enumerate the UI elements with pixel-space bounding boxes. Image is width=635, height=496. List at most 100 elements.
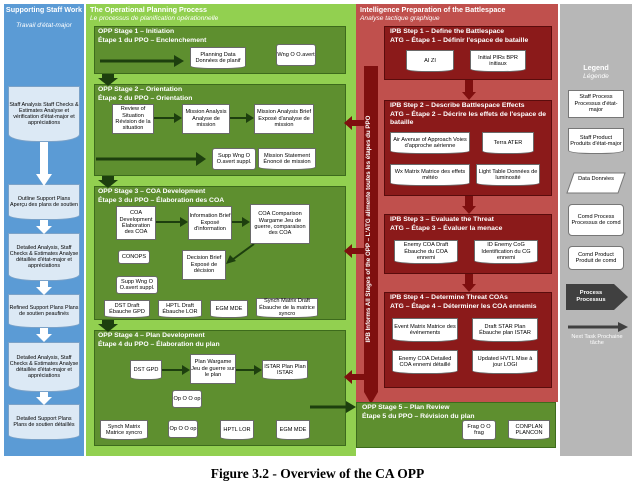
support-down-arrow-4 bbox=[36, 328, 52, 342]
ipb-vertical-band-cap bbox=[364, 392, 378, 406]
stage2-arrow-1 bbox=[154, 113, 182, 123]
stage3-arrow-2 bbox=[232, 217, 250, 227]
stage3-arrow-3 bbox=[226, 244, 255, 264]
information-brief-box: Information Brief Exposé d'information bbox=[188, 206, 232, 240]
ipb-step-4-subtitle: ATG – Étape 4 – Déterminer les COA ennem… bbox=[390, 303, 537, 310]
opp-stage-1-title: OPP Stage 1 – Initiation bbox=[98, 28, 175, 35]
stage4-arrow-1 bbox=[162, 365, 190, 375]
event-matrix-doc: Event Matrix Matrice des événements bbox=[392, 318, 458, 342]
ipb-step-2-to-3-arrow bbox=[462, 196, 476, 214]
support-column-subtitle: Travail d'état-major bbox=[16, 22, 72, 29]
opp-stage-5-title: OPP Stage 5 – Plan Review bbox=[362, 404, 450, 411]
stage2-arrow-2 bbox=[230, 113, 254, 123]
ipb-step-2-title: IPB Step 2 – Describe Battlespace Effect… bbox=[390, 102, 525, 109]
ipb-step-4-title: IPB Step 4 – Determine Threat COAs bbox=[390, 294, 508, 301]
plan-wargame-box: Plan Wargame Jeu de guerre sur le plan bbox=[190, 354, 236, 384]
support-item-staff-analysis: Staff Analysis Staff Checks & Estimates … bbox=[8, 86, 80, 142]
legend-data: Data Données bbox=[566, 172, 626, 194]
wx-matrix-doc: Wx Matrix Matrice des effets météo bbox=[390, 164, 470, 186]
mission-analysis-brief-box: Mission Analysis Brief Exposé d'analyse … bbox=[254, 104, 314, 134]
ipb-step-1-subtitle: ATG – Étape 1 – Définir l'espace de bata… bbox=[390, 37, 529, 44]
coa-development-box: COA Development Élaboration des COA bbox=[116, 206, 156, 240]
ipb-step-1-to-2-arrow bbox=[462, 80, 476, 100]
ipb-to-stage-3-arrow bbox=[344, 244, 364, 258]
dst-draft-doc: DST Draft Ébauche GPD bbox=[104, 300, 150, 318]
stage3-supp-wng-order: Supp Wng O O.avert suppl. bbox=[116, 276, 158, 294]
ipb-vertical-label: IPB Informs All Stages of the OPP – L'AT… bbox=[365, 115, 372, 343]
legend-next-task-arrow bbox=[568, 322, 628, 332]
stage1-arrow bbox=[100, 55, 184, 67]
opp-stage-4-title: OPP Stage 4 – Plan Development bbox=[98, 332, 205, 339]
updated-hvtl-doc: Updated HVTL Mise à jour LOGI bbox=[472, 350, 538, 374]
review-of-situation-box: Review of Situation Révision de la situa… bbox=[112, 104, 154, 134]
frag-order: Frag O O frag bbox=[462, 420, 496, 440]
ai-zi-doc: AI ZI bbox=[406, 50, 454, 72]
support-item-outline-plans: Outline Support Plans Aperçu des plans d… bbox=[8, 184, 80, 220]
opp-stage-5-subtitle: Étape 5 du PPO – Révision du plan bbox=[362, 413, 475, 420]
light-table-doc: Light Table Données de luminosité bbox=[476, 164, 540, 186]
ipb-step-3-title: IPB Step 3 – Evaluate the Threat bbox=[390, 216, 494, 223]
support-item-detailed-plans: Detailed Support Plans Plans de soutien … bbox=[8, 404, 80, 440]
support-item-detailed-analysis-2: Detailed Analysis, Staff Checks & Estima… bbox=[8, 342, 80, 392]
stage2-supp-wng-order: Supp Wng O O.avert suppl. bbox=[212, 148, 256, 170]
ipb-to-stage-4-arrow bbox=[344, 370, 364, 384]
stage4-dst-doc: DST GPD bbox=[130, 360, 162, 380]
stage4-arrow-2 bbox=[236, 365, 262, 375]
opp-stage-2-subtitle: Étape 2 du PPO – Orientation bbox=[98, 95, 193, 102]
conplan-doc: CONPLAN PLANCON bbox=[508, 420, 550, 440]
legend-process-label: Process Processus bbox=[576, 290, 606, 303]
legend-title: Legend bbox=[583, 63, 609, 72]
stage3-arrow-1 bbox=[156, 217, 188, 227]
air-avenue-doc: Air Avenue of Approach Voies d'approche … bbox=[390, 132, 470, 154]
legend-comd-process: Comd Process Processus de comd bbox=[568, 204, 624, 236]
legend-process-shape bbox=[566, 284, 628, 310]
opp-column-title: The Operational Planning Process bbox=[90, 5, 208, 14]
opp-stage-3-title: OPP Stage 3 – COA Development bbox=[98, 188, 206, 195]
egm-doc: EGM MDE bbox=[210, 300, 248, 318]
stage4-op-order-2: Op O O op bbox=[168, 420, 198, 438]
synch-matrix-draft-doc: Synch Matrix Draft Ébauche de la matrice… bbox=[256, 298, 318, 318]
opp-stage-2-title: OPP Stage 2 – Orientation bbox=[98, 86, 183, 93]
opp-stage-1-subtitle: Étape 1 du PPO – Enclenchement bbox=[98, 37, 207, 44]
figure-caption: Figure 3.2 - Overview of the CA OPP bbox=[210, 466, 425, 481]
enemy-cog-doc: ID Enemy CoG Identification du CG ennemi bbox=[474, 240, 538, 264]
terra-doc: Terra ATER bbox=[482, 132, 534, 154]
legend-comd-product: Comd Product Produit de comd bbox=[568, 246, 624, 270]
hptl-draft-doc: HPTL Draft Ébauche LOR bbox=[158, 300, 202, 318]
stage-1-to-2-arrow bbox=[98, 74, 118, 86]
opp-column-subtitle: Le processus de planification opérationn… bbox=[90, 15, 219, 22]
mission-analysis-box: Mission Analysis Analyse de mission bbox=[182, 104, 230, 134]
planning-data-doc: Planning Data Données de planif bbox=[190, 47, 246, 69]
stage-4-to-5-arrow bbox=[310, 401, 356, 413]
conops-order: CONOPS bbox=[118, 250, 150, 264]
draft-istar-doc: Draft STAR Plan Ébauche plan ISTAR bbox=[472, 318, 538, 342]
support-down-arrow-3 bbox=[36, 281, 52, 295]
ipb-step-2-subtitle: ATG – Étape 2 – Décrire les effets de l'… bbox=[390, 111, 547, 127]
stage4-synch-matrix-doc: Synch Matrix Matrice syncro bbox=[100, 420, 148, 440]
legend-data-shape bbox=[566, 172, 626, 194]
legend-next-task-label: Next Task Prochaine tâche bbox=[571, 334, 623, 347]
mission-statement-doc: Mission Statement Énoncé de mission bbox=[258, 148, 316, 170]
stage1-wng-order: Wng O O.avert bbox=[276, 44, 316, 66]
ipb-column-subtitle: Analyse tactique graphique bbox=[360, 15, 440, 22]
ipb-step-3-subtitle: ATG – Étape 3 – Évaluer la menace bbox=[390, 225, 503, 232]
stage2-arrow-3 bbox=[96, 152, 206, 166]
support-item-detailed-analysis-1: Detailed Analysis, Staff Checks & Estima… bbox=[8, 233, 80, 281]
support-item-refined-plans: Refined Support Plans Plans de soutien p… bbox=[8, 294, 80, 328]
legend-subtitle: Légende bbox=[583, 73, 609, 80]
opp-stage-4-subtitle: Étape 4 du PPO – Élaboration du plan bbox=[98, 341, 220, 348]
coa-comparison-wargame-box: COA Comparison Wargame Jeu de guerre, co… bbox=[250, 204, 310, 244]
ipb-column-title: Intelligence Preparation of the Battlesp… bbox=[360, 5, 506, 14]
support-down-arrow-2 bbox=[36, 220, 52, 234]
opp-stage-3-subtitle: Étape 3 du PPO – Élaboration des COA bbox=[98, 197, 225, 204]
enemy-coa-detailed-doc: Enemy COA Detailed COA ennemi détaillé bbox=[392, 350, 458, 374]
legend-data-label: Data Données bbox=[578, 176, 614, 182]
support-down-arrow-1 bbox=[36, 142, 52, 186]
legend-staff-process: Staff Process Processus d'état-major bbox=[568, 90, 624, 118]
ipb-vertical-band bbox=[364, 66, 378, 392]
ipb-step-3-to-4-arrow bbox=[462, 274, 476, 292]
ipb-to-stage-2-arrow bbox=[344, 116, 364, 130]
ipb-step-1-title: IPB Step 1 – Define the Battlespace bbox=[390, 28, 505, 35]
stage4-egm-doc: EGM MDE bbox=[276, 420, 310, 440]
enemy-coa-draft-doc: Enemy COA Draft Ébauche du COA ennemi bbox=[394, 240, 458, 264]
